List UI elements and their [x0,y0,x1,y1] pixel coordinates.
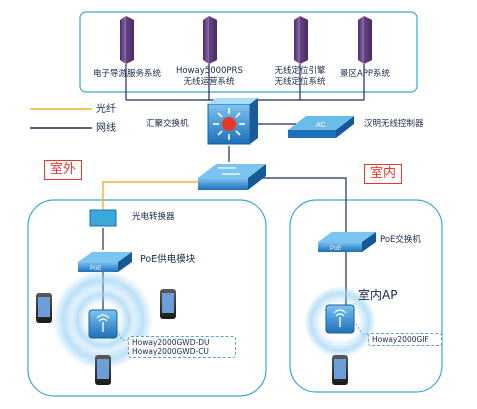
smartphone-icon [36,293,52,323]
legend-network-label: 网线 [96,123,116,134]
server-label: 景区APP系统 [339,69,391,79]
smartphone-icon [95,355,111,385]
poe-module-label: PoE供电模块 [140,254,196,265]
poe-module-icon [78,252,132,272]
poe-switch-icon [318,232,376,252]
indoor-ap-model: Howay2000GIF [368,333,442,346]
distribution-switch-icon [198,164,266,190]
server-label: 电子导游服务系统 [92,69,161,79]
indoor-zone-box [289,199,443,393]
outdoor-zone-box [27,199,267,397]
poe-badge-indoor: PoE [330,246,341,252]
ac-badge: AC [316,122,326,129]
server-icon [203,16,217,64]
poe-switch-label: PoE交换机 [380,235,421,245]
converter-label: 光电转换器 [132,212,175,222]
server-label: 无线定位引擎无线定位系统 [274,66,326,87]
server-icon [120,16,134,64]
poe-badge-outdoor: PoE [90,266,101,272]
outdoor-zone-label: 室外 [44,160,83,180]
server-group-box [79,11,418,93]
fiber-cable [102,181,198,210]
aggregation-switch-label: 汇聚交换机 [146,119,189,129]
indoor-zone-label: 室内 [364,164,403,184]
server-icon [294,16,308,64]
controller-label: 汉明无线控制器 [364,119,424,129]
outdoor-ap-icon [88,309,118,339]
wireless-controller-icon [288,116,354,138]
aggregation-switch-icon [207,98,258,145]
optical-converter-icon [89,209,117,227]
model-connector [353,319,368,335]
smartphone-icon [332,355,348,385]
smartphone-icon [160,289,176,319]
legend-fiber-label: 光纤 [96,104,116,115]
server-icon [358,16,372,64]
indoor-ap-icon [325,304,355,334]
indoor-ap-label: 室内AP [358,288,398,302]
